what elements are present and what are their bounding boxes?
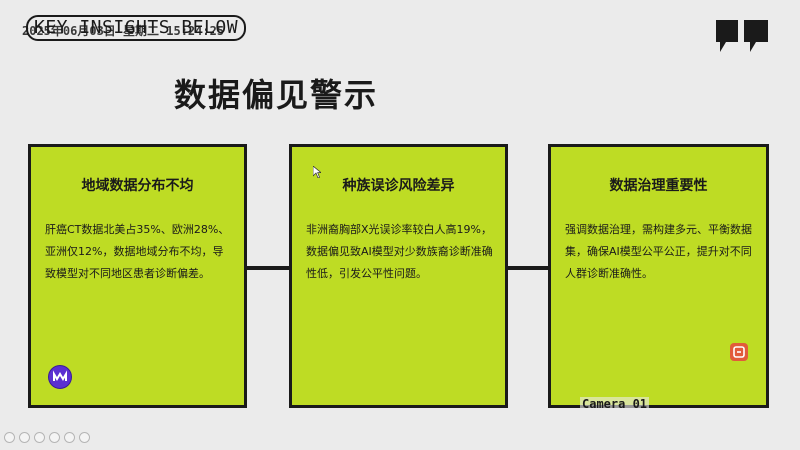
recording-timestamp: 2025年06月03日 星期二 15:24:25 [22,24,225,38]
connector-line [247,266,289,270]
camera-label: Camera 01 [580,397,650,411]
view-all-slides-button[interactable] [49,432,60,443]
insight-card-governance: 数据治理重要性 强调数据治理，需构建多元、平衡数据集，确保AI模型公平公正，提升… [548,144,769,408]
app-icon[interactable] [730,343,748,361]
key-insights-label: KEY INSIGHTS BELOW [26,15,247,41]
insight-card-race: 种族误诊风险差异 非洲裔胸部X光误诊率较白人高19%，数据偏见致AI模型对少数族… [289,144,508,408]
m-logo-icon[interactable] [48,365,72,389]
card-body: 强调数据治理，需构建多元、平衡数据集，确保AI模型公平公正，提升对不同人群诊断准… [565,223,752,280]
card-body: 非洲裔胸部X光误诊率较白人高19%，数据偏见致AI模型对少数族裔诊断准确性低，引… [306,223,493,280]
zoom-button[interactable] [64,432,75,443]
slide-title: 数据偏见警示 [174,76,379,114]
card-heading: 地域数据分布不均 [81,178,194,194]
slide-controls [4,432,90,443]
mouse-cursor-icon [313,166,321,178]
connector-line [508,266,548,270]
card-heading: 数据治理重要性 [609,178,708,194]
card-heading: 种族误诊风险差异 [342,178,455,194]
card-body: 肝癌CT数据北美占35%、欧洲28%、亚洲仅12%，数据地域分布不均，导致模型对… [45,223,230,280]
next-slide-button[interactable] [19,432,30,443]
quote-icon [716,20,768,52]
pen-tool-button[interactable] [34,432,45,443]
insight-card-regional: 地域数据分布不均 肝癌CT数据北美占35%、欧洲28%、亚洲仅12%，数据地域分… [28,144,247,408]
more-options-button[interactable] [79,432,90,443]
prev-slide-button[interactable] [4,432,15,443]
